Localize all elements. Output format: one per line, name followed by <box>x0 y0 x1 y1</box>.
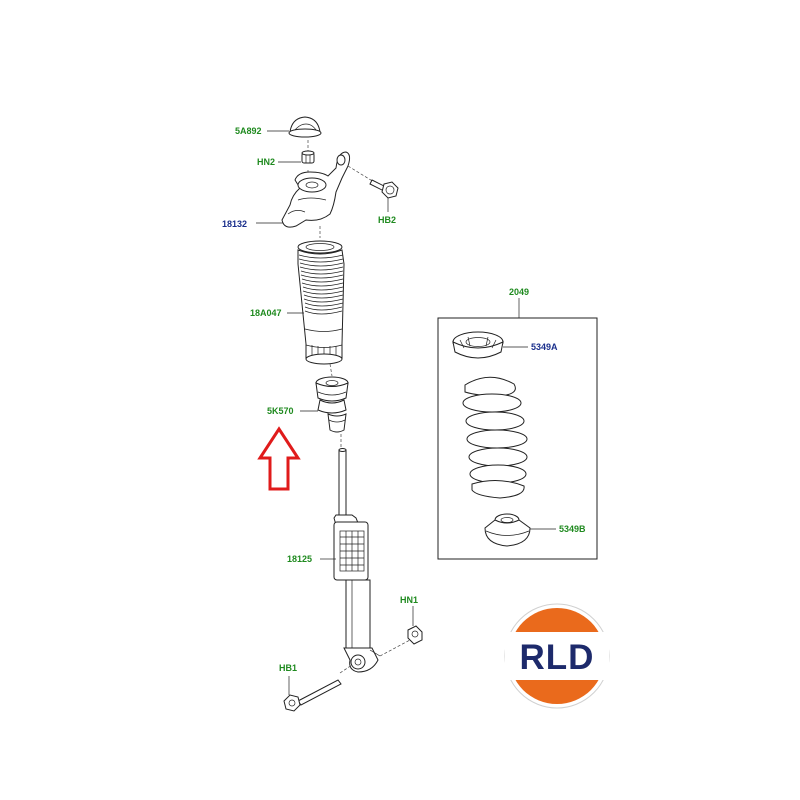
label-bolt-hb1: HB1 <box>279 663 297 673</box>
label-upper-seat: 5349A <box>531 342 558 352</box>
top-cap-part <box>288 116 322 138</box>
label-nut-hn2: HN2 <box>257 157 275 167</box>
label-dust-boot: 18A047 <box>250 308 282 318</box>
rld-logo: RLD <box>504 603 610 709</box>
bolt-hb2-part <box>369 179 399 199</box>
lower-spring-seat-part <box>484 513 531 547</box>
nut-hn1-part <box>407 625 423 645</box>
label-bracket: 18132 <box>222 219 247 229</box>
label-top-cap: 5A892 <box>235 126 262 136</box>
coil-spring-part <box>462 376 528 499</box>
label-lower-seat: 5349B <box>559 524 586 534</box>
up-arrow-icon <box>257 426 301 491</box>
shock-absorber-part <box>333 448 381 673</box>
label-bump-stop: 5K570 <box>267 406 294 416</box>
spring-kit-box <box>437 317 598 560</box>
upper-spring-seat-part <box>452 331 504 359</box>
label-spring-kit: 2049 <box>509 287 529 297</box>
label-nut-hn1: HN1 <box>400 595 418 605</box>
mount-bracket-part <box>281 151 351 228</box>
nut-hn2-part <box>301 150 315 164</box>
label-shock: 18125 <box>287 554 312 564</box>
bolt-hb1-part <box>283 679 342 712</box>
logo-text: RLD <box>520 638 595 677</box>
bump-stop-part <box>315 376 349 433</box>
dust-boot-part <box>297 240 345 365</box>
label-bolt-hb2: HB2 <box>378 215 396 225</box>
